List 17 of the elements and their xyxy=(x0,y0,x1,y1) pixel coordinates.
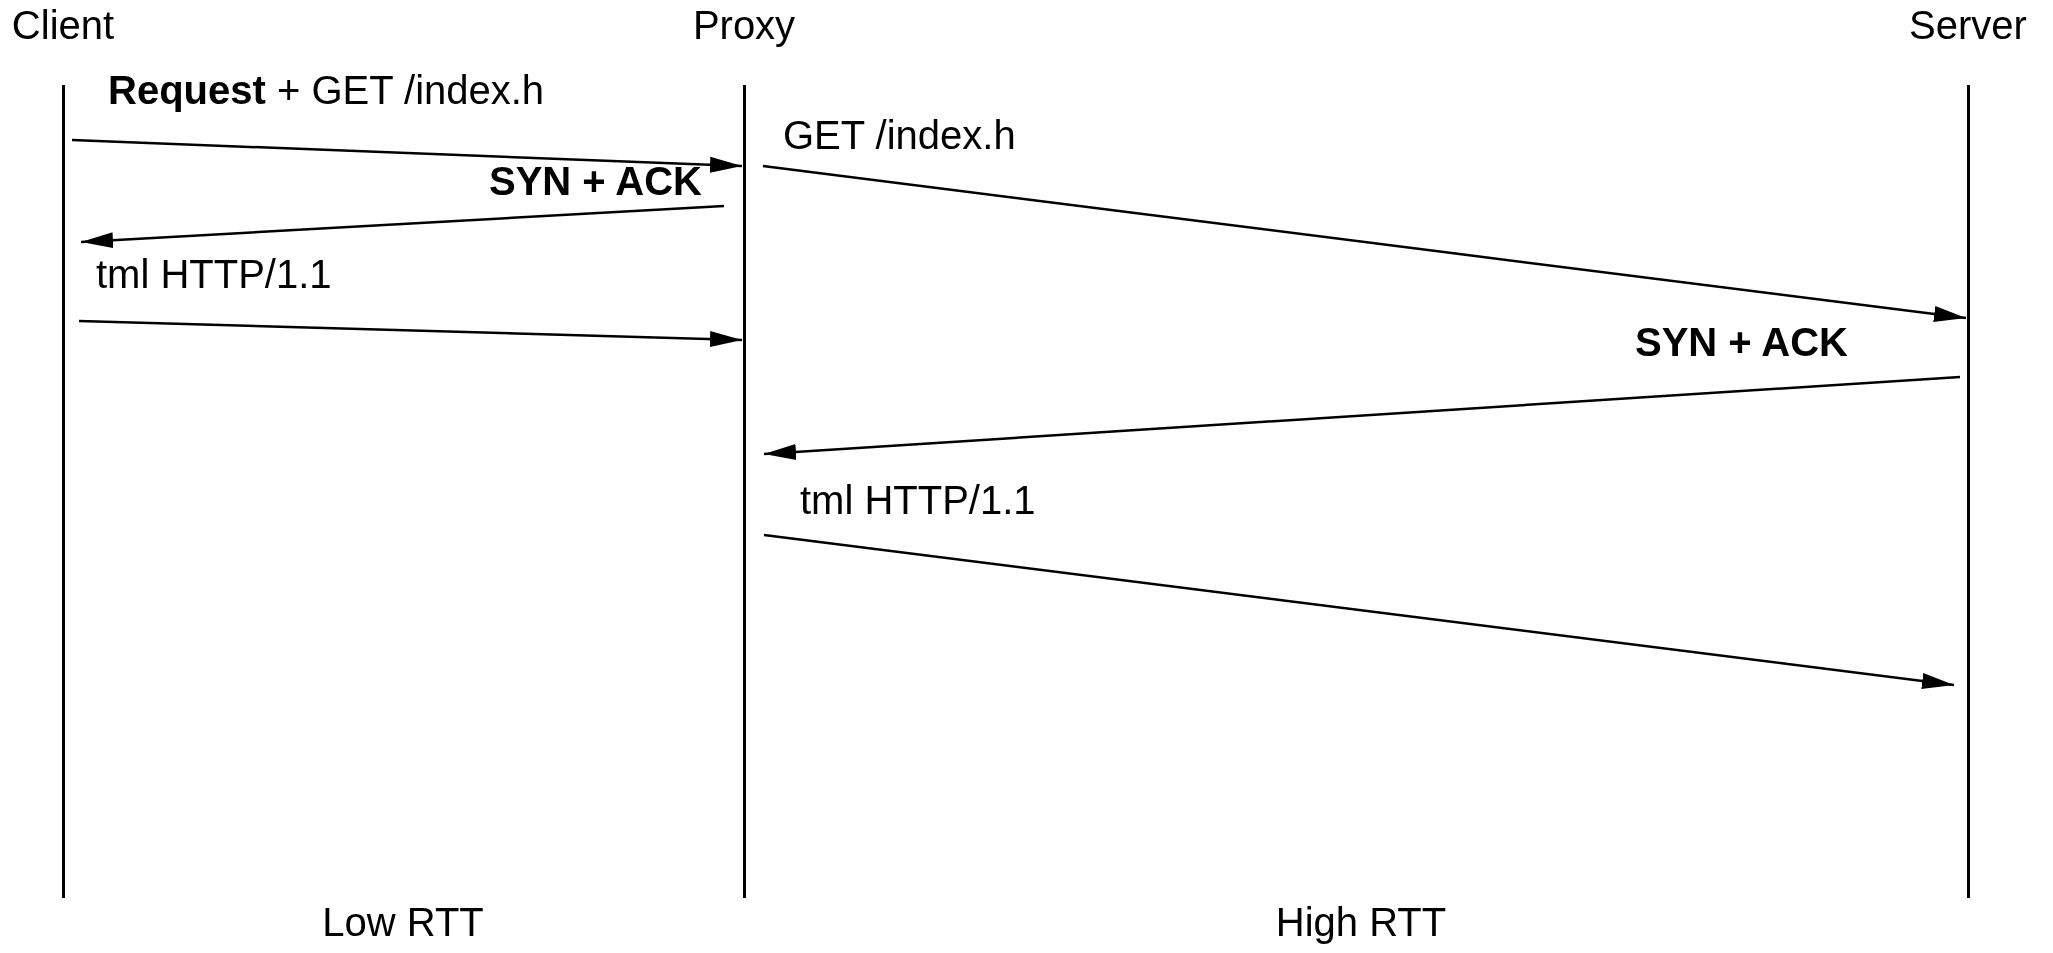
message-label: GET /index.h xyxy=(783,115,1016,155)
segment-label: High RTT xyxy=(1275,902,1447,942)
participant-name: Proxy xyxy=(691,2,797,48)
participant-name: Server xyxy=(1908,2,2028,48)
message-arrow xyxy=(78,319,743,348)
message-label: tml HTTP/1.1 xyxy=(800,480,1036,520)
message-label: SYN + ACK xyxy=(1635,322,1848,362)
message-arrow xyxy=(80,204,725,249)
message-arrow xyxy=(763,533,1955,689)
message-arrow xyxy=(762,164,1967,322)
message-arrow xyxy=(763,375,1961,460)
message-label: SYN + ACK xyxy=(489,161,702,201)
message-label: Request + GET /index.h xyxy=(108,70,545,110)
message-arrow xyxy=(71,138,743,173)
participant-name: Client xyxy=(10,2,116,48)
message-label: tml HTTP/1.1 xyxy=(96,254,332,294)
segment-label: Low RTT xyxy=(322,902,484,942)
